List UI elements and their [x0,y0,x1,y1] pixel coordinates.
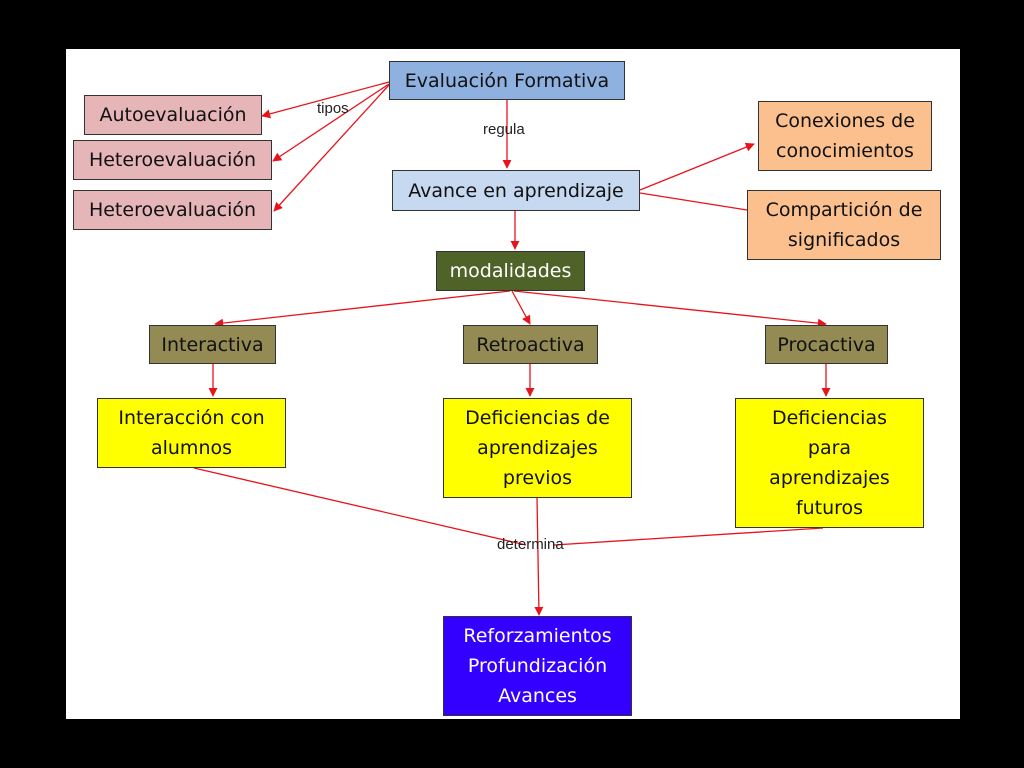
comparticion-label: Compartición de significados [765,199,923,251]
concept-map-slide: Evaluación Formativa Autoevaluación Hete… [66,49,960,719]
deficiencias-futuros-node: Deficiencias para aprendizajes futuros [735,398,924,528]
evaluacion-formativa-node: Evaluación Formativa [389,61,625,100]
evaluacion-formativa-label: Evaluación Formativa [404,69,610,92]
heteroevaluacion-node-2: Heteroevaluación [73,190,272,230]
connector-layer [193,81,831,616]
comparticion-node: Compartición de significados [747,190,941,260]
edge-label-regula: regula [483,121,525,138]
arrow-avance-to-comparticion [639,192,748,211]
procactiva-node: Procactiva [765,325,888,364]
edge-label-tipos: tipos [317,100,349,117]
interactiva-node: Interactiva [149,325,276,364]
autoevaluacion-node: Autoevaluación [84,95,262,135]
resultado-node: Reforzamientos Profundización Avances [443,616,632,716]
interactiva-label: Interactiva [161,333,264,356]
heteroevaluacion-label-1: Heteroevaluación [88,149,257,171]
heteroevaluacion-label-2: Heteroevaluación [88,199,257,221]
interaccion-alumnos-node: Interacción con alumnos [97,398,286,468]
deficiencias-previos-node: Deficiencias de aprendizajes previos [443,398,632,498]
arrow-modalidades-to-retroactiva [511,290,531,325]
resultado-label: Reforzamientos Profundización Avances [463,625,612,707]
retroactiva-node: Retroactiva [463,325,598,364]
deficiencias-futuros-label: Deficiencias para aprendizajes futuros [769,407,890,519]
arrow-root-to-heteroevaluacion-2 [273,84,390,212]
arrow-root-to-autoevaluacion [261,81,390,119]
conexiones-node: Conexiones de conocimientos [758,101,932,171]
line-interaccion-to-determina [193,467,527,546]
interaccion-alumnos-label: Interacción con alumnos [118,407,265,459]
conexiones-label: Conexiones de conocimientos [775,110,915,162]
arrow-determina-to-resultado [534,497,544,616]
avance-aprendizaje-label: Avance en aprendizaje [408,179,624,202]
arrow-avance-to-conexiones [639,142,755,191]
modalidades-node: modalidades [436,251,585,291]
retroactiva-label: Retroactiva [476,333,585,356]
arrow-modalidades-to-interactiva [214,290,511,328]
avance-aprendizaje-node: Avance en aprendizaje [392,170,640,211]
procactiva-label: Procactiva [777,333,876,356]
deficiencias-previos-label: Deficiencias de aprendizajes previos [465,407,610,489]
heteroevaluacion-node-1: Heteroevaluación [73,140,272,180]
arrow-modalidades-to-procactiva [513,290,827,328]
edge-label-determina: determina [497,536,564,553]
line-deficiencias-futuros-to-determina [553,527,824,546]
arrow-root-to-heteroevaluacion-1 [272,83,390,162]
autoevaluacion-label: Autoevaluación [99,104,247,126]
modalidades-label: modalidades [449,260,572,282]
